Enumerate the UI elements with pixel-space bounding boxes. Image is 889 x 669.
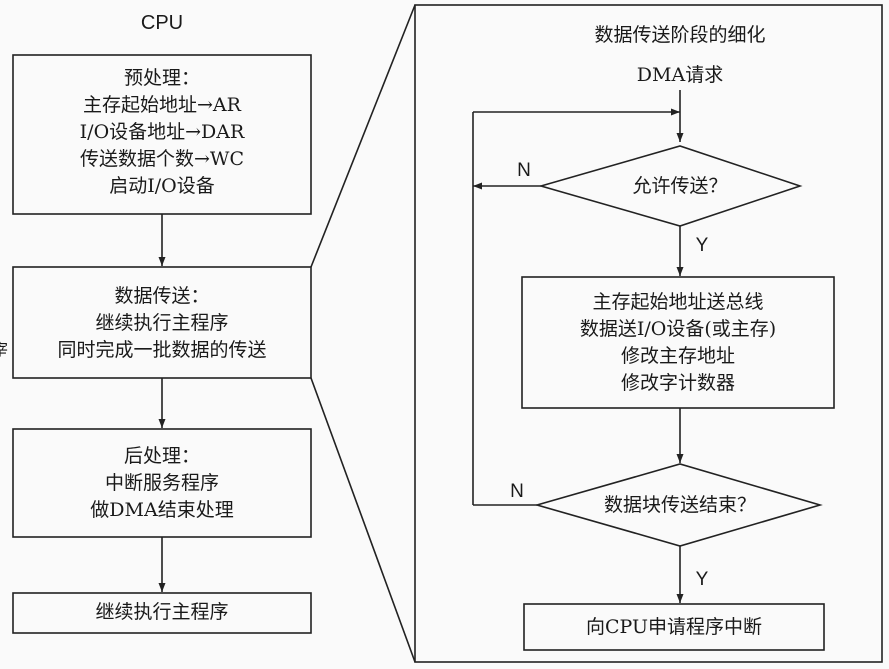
decision-block-done xyxy=(534,463,823,547)
preprocess-heading: 预处理： xyxy=(123,67,200,89)
preprocess-line: 传送数据个数→WC xyxy=(80,148,244,170)
decision1-text: 允许传送？ xyxy=(632,175,728,197)
process-line: 修改字计数器 xyxy=(620,372,735,394)
decision-allow-transfer xyxy=(538,145,803,227)
postprocess-line: 中断服务程序 xyxy=(104,472,219,494)
continue-text: 继续执行主程序 xyxy=(95,601,229,623)
cpu-title: CPU xyxy=(140,12,184,34)
transfer-line: 继续执行主程序 xyxy=(95,312,229,334)
interrupt-request-text: 向CPU申请程序中断 xyxy=(585,616,762,638)
detail-panel xyxy=(414,4,883,663)
process-line: 修改主存地址 xyxy=(620,345,735,367)
preprocess-line: I/O设备地址→DAR xyxy=(79,121,245,143)
postprocess-heading: 后处理： xyxy=(123,445,200,467)
detail-title: 数据传送阶段的细化 xyxy=(594,24,766,46)
process-line: 主存起始地址送总线 xyxy=(592,291,764,313)
postprocess-line: 做DMA结束处理 xyxy=(90,499,234,521)
no-label-2: N xyxy=(510,481,524,502)
transfer-process-box xyxy=(521,276,835,409)
transfer-heading: 数据传送： xyxy=(114,285,210,307)
postprocess-text: 后处理： 中断服务程序 做DMA结束处理 xyxy=(13,443,311,524)
process-text: 主存起始地址送总线 数据送I/O设备(或主存) 修改主存地址 修改字计数器 xyxy=(522,289,834,397)
transfer-text: 数据传送： 继续执行主程序 同时完成一批数据的传送 xyxy=(13,283,311,364)
preprocess-line: 主存起始地址→AR xyxy=(83,94,241,116)
preprocess-text: 预处理： 主存起始地址→AR I/O设备地址→DAR 传送数据个数→WC 启动I… xyxy=(13,65,311,200)
dma-request-label: DMA请求 xyxy=(636,64,724,86)
preprocess-line: 启动I/O设备 xyxy=(109,175,215,197)
transfer-line: 同时完成一批数据的传送 xyxy=(57,339,267,361)
no-label-1: N xyxy=(517,160,531,181)
interrupt-request-box xyxy=(523,603,825,651)
yes-label-1: Y xyxy=(695,235,709,256)
continue-box xyxy=(12,592,312,634)
decision2-text: 数据块传送结束？ xyxy=(603,494,756,516)
edge-marker: 宰 xyxy=(0,336,10,363)
yes-label-2: Y xyxy=(695,569,709,590)
process-line: 数据送I/O设备(或主存) xyxy=(579,318,777,340)
